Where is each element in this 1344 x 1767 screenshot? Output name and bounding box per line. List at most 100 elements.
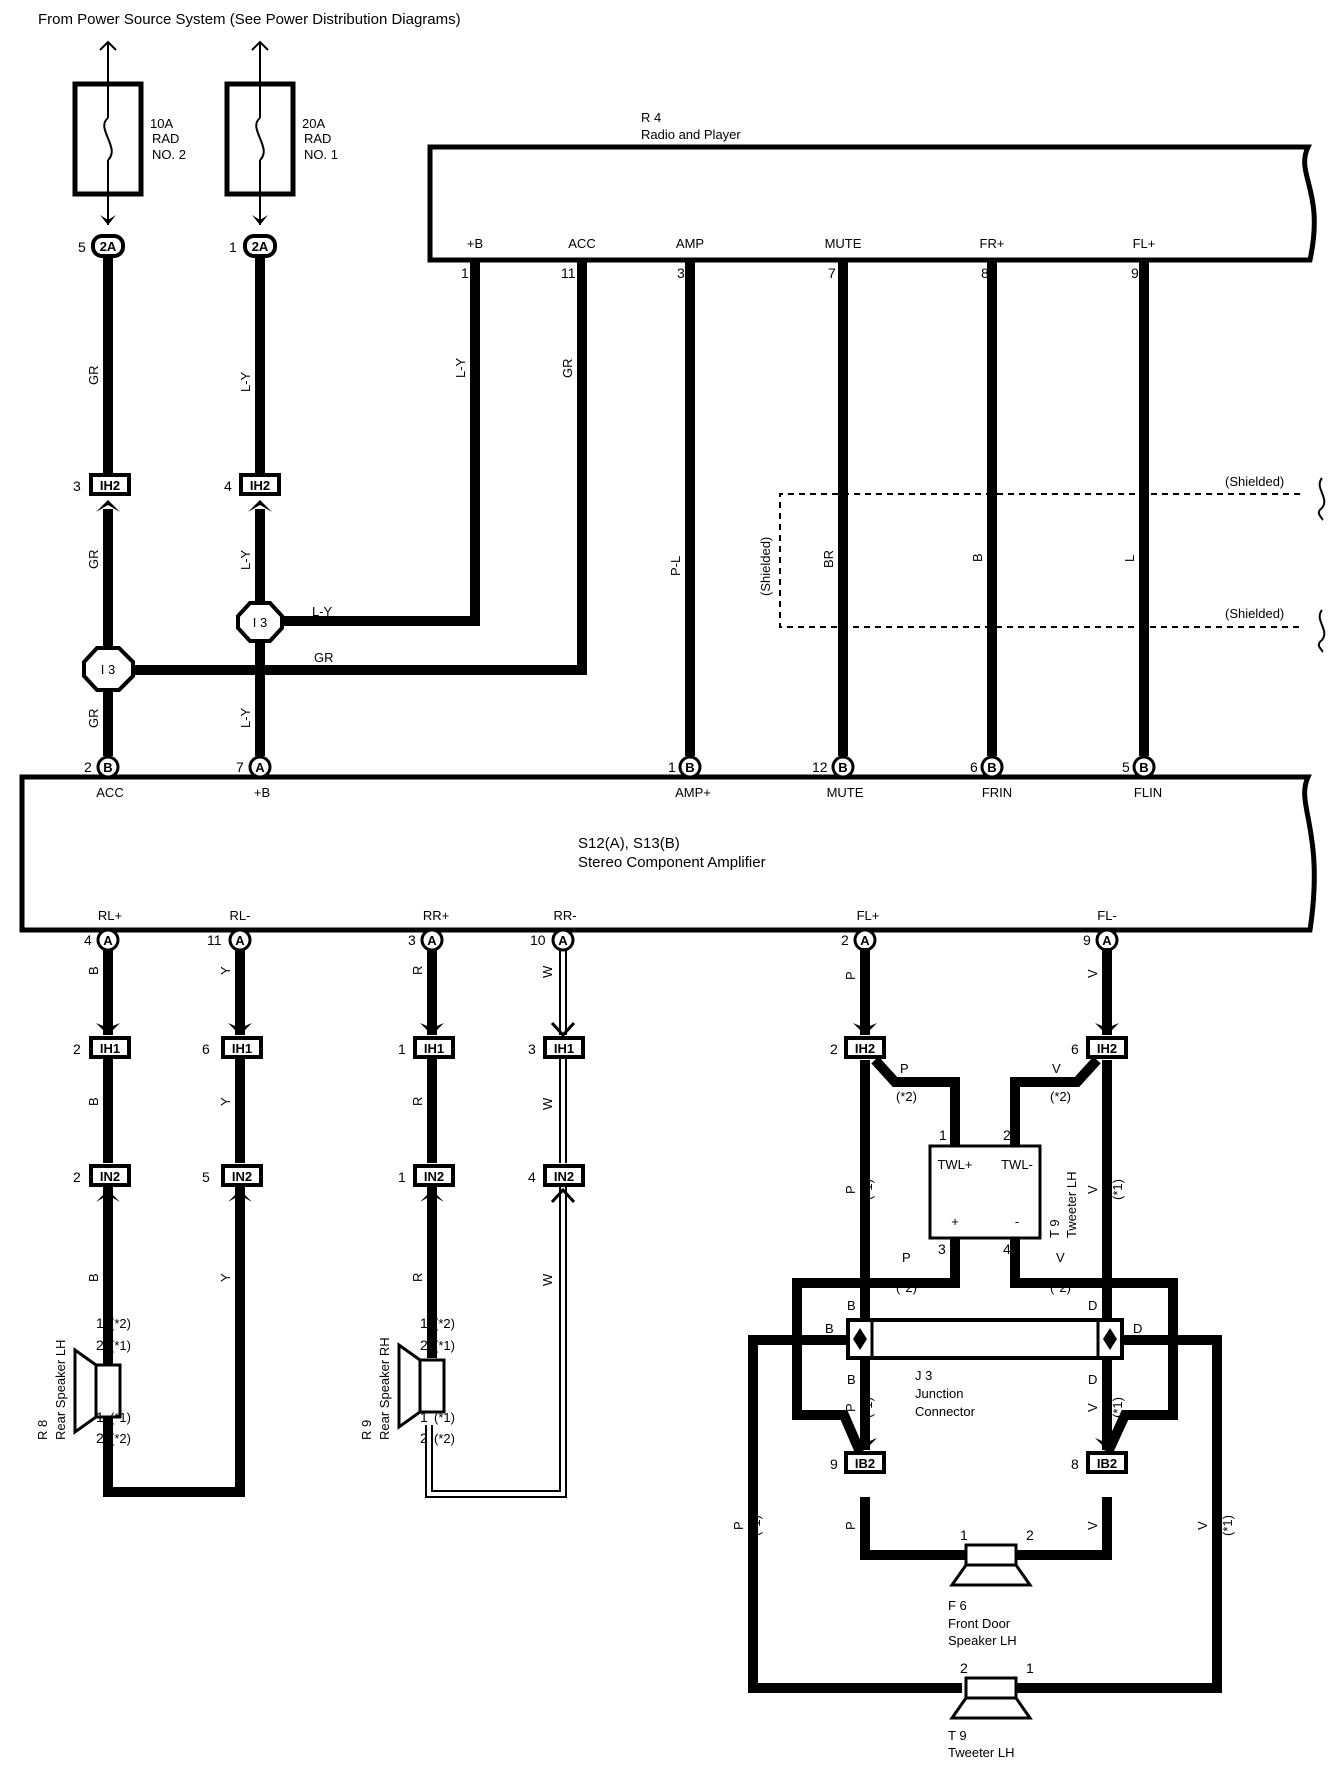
pin-number: 2 (420, 1337, 428, 1353)
pin-number: 3 (528, 1041, 536, 1057)
splice-label: I 3 (101, 662, 115, 677)
pin-number: 11 (561, 265, 576, 281)
wire-label: V (1085, 969, 1100, 978)
pin-note: (*1) (110, 1338, 131, 1353)
wire-label: P-L (668, 556, 683, 576)
connector-label: IN2 (232, 1169, 252, 1184)
splice-i3-lower: I 3 (82, 646, 135, 692)
pin-number: 8 (981, 265, 989, 281)
connector-letter: A (235, 933, 245, 948)
pin-number: 4 (1003, 1241, 1011, 1257)
connector-letter: B (987, 760, 996, 775)
terminal-label: + (951, 1214, 959, 1229)
terminal-label: AMP (676, 236, 704, 251)
connector-ih2-right: IH2 4 (224, 473, 281, 512)
amp-top-connectors: B 2 A 7 B 1 B 12 B 6 B 5 (84, 755, 1156, 779)
tweeter-name: Tweeter LH (1064, 1172, 1079, 1238)
speaker-code: R 9 (359, 1420, 374, 1440)
wire-label: P (843, 1521, 858, 1530)
junction-name: Connector (915, 1404, 976, 1419)
shield-label: (Shielded) (1225, 474, 1284, 489)
wire-label: Y (218, 1097, 233, 1106)
wire-label-gr: GR (86, 550, 101, 570)
terminal-label: FRIN (982, 785, 1012, 800)
pin-note: (*2) (434, 1316, 455, 1331)
junction-pin: D (1133, 1321, 1142, 1336)
junction-pin: B (847, 1298, 856, 1313)
wire-label-ly: L-Y (238, 371, 253, 392)
pin-number: 6 (202, 1041, 210, 1057)
pin-note: (*1) (1110, 1179, 1125, 1200)
source-note: From Power Source System (See Power Dist… (38, 11, 461, 28)
pin-number: 1 (461, 265, 469, 281)
pin-number: 1 (96, 1315, 104, 1331)
wire-label: R (410, 966, 425, 975)
wire-label: Y (218, 966, 233, 975)
pin-number: 2 (73, 1041, 81, 1057)
pin-note: (*1) (434, 1410, 455, 1425)
tweeter-code: T 9 (1047, 1219, 1062, 1238)
pin-number: 5 (202, 1169, 210, 1185)
pin-number: 6 (970, 759, 978, 775)
pin-number: 1 (398, 1169, 406, 1185)
pin-number: 2 (420, 1430, 428, 1446)
wire-label: P (900, 1061, 909, 1076)
pin-note: (*2) (896, 1280, 917, 1295)
pin-number: 9 (830, 1456, 838, 1472)
connector-label: IH1 (100, 1041, 120, 1056)
terminal-label: FL+ (857, 908, 880, 923)
amp-bottom-connectors: A 4 A 11 A 3 A 10 A 2 A 9 (84, 928, 1119, 952)
pin-note: (*2) (110, 1316, 131, 1331)
connector-letter: A (1102, 933, 1112, 948)
wire-label: V (1195, 1521, 1210, 1530)
wire-label: B (86, 1097, 101, 1106)
connector-letter: A (103, 933, 113, 948)
pin-number: 2 (96, 1430, 104, 1446)
pin-note: (*1) (748, 1515, 763, 1536)
wire-label: R (410, 1273, 425, 1282)
pin-number: 8 (1071, 1456, 1079, 1472)
wire-label: W (540, 1097, 555, 1110)
terminal-label: MUTE (827, 785, 864, 800)
terminal-label: +B (254, 785, 270, 800)
wire-label: P (843, 1403, 858, 1412)
wire-label: P (731, 1521, 746, 1530)
connector-label: IH1 (554, 1041, 574, 1056)
splice-label: I 3 (253, 615, 267, 630)
connector-letter: A (860, 933, 870, 948)
terminal-label: FL- (1097, 908, 1117, 923)
wire-label: V (1085, 1185, 1100, 1194)
junction-pin: B (825, 1321, 834, 1336)
pin-number: 9 (1083, 932, 1091, 948)
pin-note: (*2) (1050, 1089, 1071, 1104)
wire-label-gr: GR (86, 709, 101, 729)
wire-label: GR (560, 359, 575, 379)
wire-label: R (410, 1097, 425, 1106)
pin-number: 2 (96, 1337, 104, 1353)
connector-label: IB2 (855, 1456, 875, 1471)
connector-ih2-left: IH2 3 (73, 473, 131, 512)
connector-label: IH1 (232, 1041, 252, 1056)
connector-label: IB2 (1097, 1456, 1117, 1471)
pin-number: 3 (408, 932, 416, 948)
junction-code: J 3 (915, 1368, 932, 1383)
pin-number: 10 (530, 932, 546, 948)
connector-label: 2A (252, 239, 269, 254)
pin-number: 1 (96, 1409, 104, 1425)
pin-note: (*2) (896, 1089, 917, 1104)
rear-speaker-rh: 1 (*2) 2 (*1) 1 (*1) 2 (*2) R 9 Rear Spe… (359, 1315, 455, 1446)
rear-speaker-lh: 1 (*2) 2 (*1) 1 (*1) 2 (*2) R 8 Rear Spe… (35, 1315, 131, 1446)
pin-number: 4 (224, 478, 232, 494)
terminal-label: FLIN (1134, 785, 1162, 800)
wire-label: V (1085, 1521, 1100, 1530)
pin-number: 4 (84, 932, 92, 948)
pin-number: 1 (668, 759, 676, 775)
power-wires (103, 258, 1149, 756)
terminal-label: RR- (553, 908, 576, 923)
pin-number: 1 (960, 1527, 968, 1543)
wire-label-ly: L-Y (238, 707, 253, 728)
fuse-name: RAD (304, 131, 331, 146)
pin-number: 1 (420, 1409, 428, 1425)
terminal-label: RL+ (98, 908, 122, 923)
connector-label: IN2 (424, 1169, 444, 1184)
